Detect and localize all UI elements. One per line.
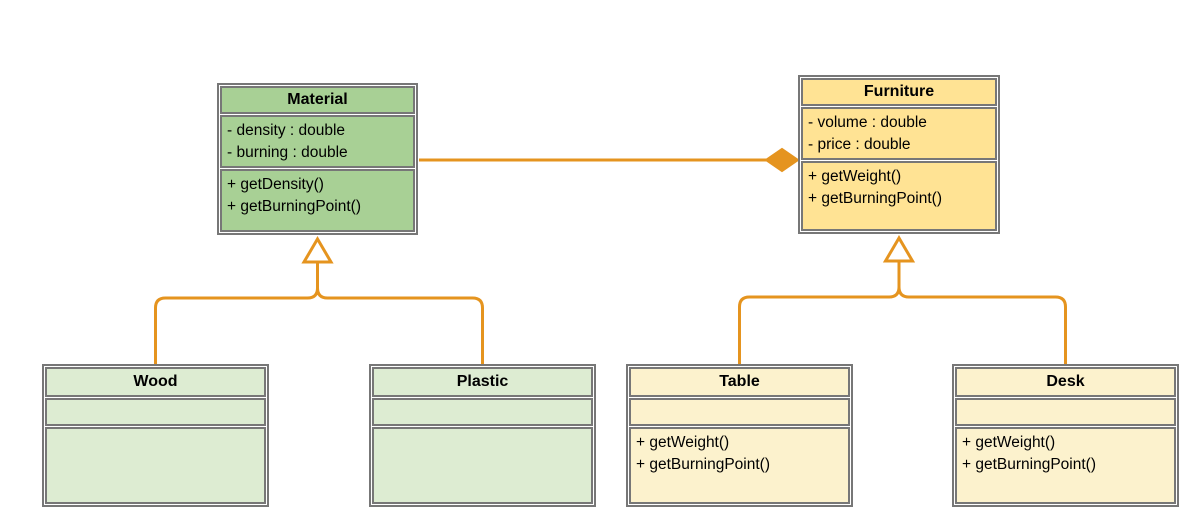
method-line: + getBurningPoint() [962,456,1096,473]
generalization-triangle-icon [301,236,334,264]
class-title: Desk [955,367,1176,397]
class-table[interactable]: Table + getWeight() + getBurningPoint() [626,364,853,507]
methods-compartment [372,427,593,504]
class-wood[interactable]: Wood [42,364,269,507]
class-title: Material [220,86,415,114]
generalization-furniture-tree[interactable] [738,235,1067,364]
attributes-compartment: - volume : double - price : double [801,107,997,160]
class-title: Wood [45,367,266,397]
methods-compartment [45,427,266,504]
method-line: + getWeight() [962,434,1056,451]
class-title: Table [629,367,850,397]
method-line: + getBurningPoint() [808,190,942,207]
generalization-branch-table [738,286,901,364]
generalization-material-tree[interactable] [154,236,484,364]
method-line: + getWeight() [636,434,730,451]
method-line: + getBurningPoint() [636,456,770,473]
attribute-line: - price : double [808,136,911,153]
method-line: + getWeight() [808,168,902,185]
generalization-triangle-icon [882,235,916,263]
methods-compartment: + getWeight() + getBurningPoint() [955,427,1176,504]
methods-compartment: + getWeight() + getBurningPoint() [801,161,997,231]
composition-diamond-icon [764,147,800,173]
generalization-branch-wood [154,287,319,364]
generalization-branch-plastic [316,287,484,364]
class-plastic[interactable]: Plastic [369,364,596,507]
class-furniture[interactable]: Furniture - volume : double - price : do… [798,75,1000,234]
methods-compartment: + getWeight() + getBurningPoint() [629,427,850,504]
attributes-compartment [629,398,850,426]
class-material[interactable]: Material - density : double - burning : … [217,83,418,235]
attribute-line: - volume : double [808,114,927,131]
class-title: Plastic [372,367,593,397]
attribute-line: - burning : double [227,144,348,161]
methods-compartment: + getDensity() + getBurningPoint() [220,169,415,232]
composition-material-furniture[interactable] [419,147,800,173]
class-desk[interactable]: Desk + getWeight() + getBurningPoint() [952,364,1179,507]
attributes-compartment [372,398,593,426]
attributes-compartment [955,398,1176,426]
generalization-branch-desk [897,286,1067,364]
attributes-compartment: - density : double - burning : double [220,115,415,168]
method-line: + getBurningPoint() [227,198,361,215]
attributes-compartment [45,398,266,426]
class-title: Furniture [801,78,997,106]
method-line: + getDensity() [227,176,324,193]
attribute-line: - density : double [227,122,346,139]
